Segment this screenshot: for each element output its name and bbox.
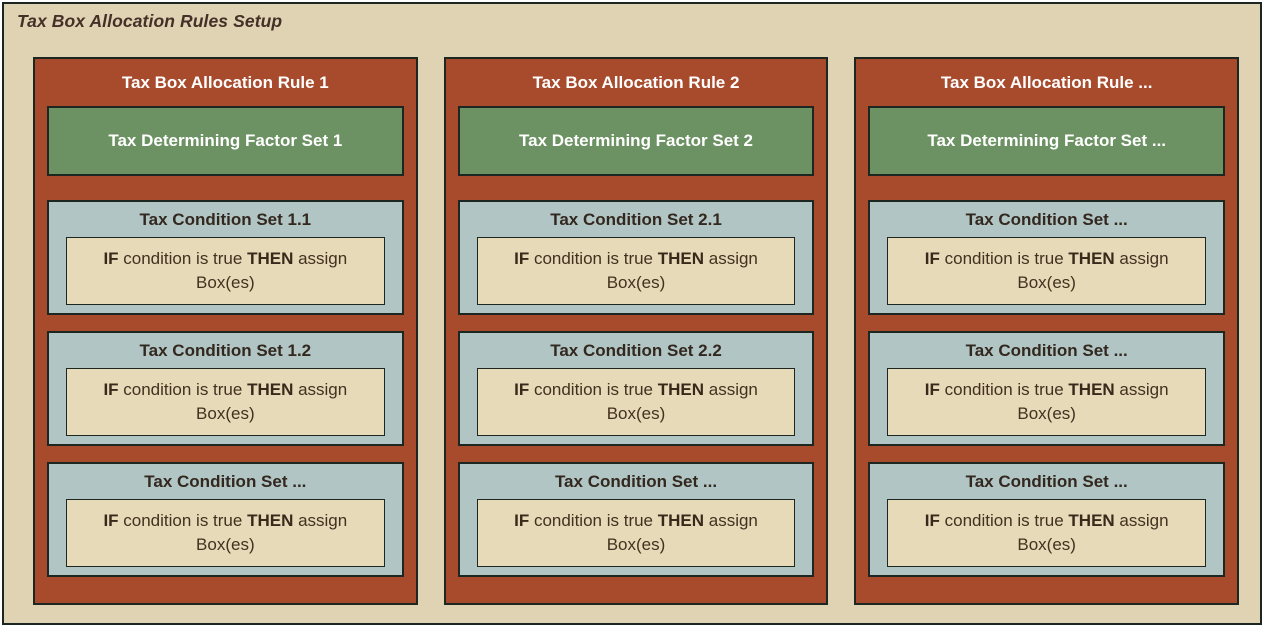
- condition-statement-box: IF condition is true THEN assign Box(es): [66, 368, 385, 436]
- allocation-rule-column-1: Tax Box Allocation Rule 1 Tax Determinin…: [33, 57, 418, 605]
- then-keyword: THEN: [657, 510, 705, 530]
- then-keyword: THEN: [1068, 248, 1115, 268]
- condition-statement-line1: IF condition is true THEN assign: [925, 247, 1169, 271]
- determining-factor-set-label: Tax Determining Factor Set 1: [108, 131, 343, 150]
- condition-middle-text: condition is true: [939, 248, 1069, 268]
- rule-title: Tax Box Allocation Rule 2: [532, 73, 740, 92]
- condition-statement-line1: IF condition is true THEN assign: [925, 378, 1169, 402]
- condition-trailing-text: assign: [1114, 248, 1169, 268]
- condition-statement-box: IF condition is true THEN assign Box(es): [887, 499, 1207, 567]
- condition-statement-box: IF condition is true THEN assign Box(es): [66, 499, 385, 567]
- rule-title: Tax Box Allocation Rule ...: [940, 73, 1153, 92]
- condition-statement-line1: IF condition is true THEN assign: [103, 378, 347, 402]
- condition-statement-line2: Box(es): [1017, 535, 1076, 554]
- condition-set: Tax Condition Set ... IF condition is tr…: [868, 462, 1226, 577]
- determining-factor-set-label: Tax Determining Factor Set ...: [927, 131, 1167, 150]
- condition-statement-line1: IF condition is true THEN assign: [514, 247, 758, 271]
- condition-statement-box: IF condition is true THEN assign Box(es): [476, 368, 796, 436]
- condition-set: Tax Condition Set ... IF condition is tr…: [868, 331, 1226, 446]
- condition-set: Tax Condition Set 1.1 IF condition is tr…: [47, 200, 404, 315]
- condition-middle-text: condition is true: [939, 379, 1069, 399]
- condition-statement-line2: Box(es): [196, 273, 255, 292]
- condition-trailing-text: assign: [704, 379, 758, 399]
- condition-statement-line1: IF condition is true THEN assign: [514, 378, 758, 402]
- determining-factor-set-box: Tax Determining Factor Set 2: [457, 106, 815, 176]
- condition-set: Tax Condition Set ... IF condition is tr…: [457, 462, 815, 577]
- if-keyword: IF: [924, 248, 940, 268]
- condition-middle-text: condition is true: [529, 510, 658, 530]
- condition-middle-text: condition is true: [529, 248, 658, 268]
- if-keyword: IF: [514, 248, 530, 268]
- condition-middle-text: condition is true: [118, 379, 248, 399]
- condition-set-title: Tax Condition Set ...: [965, 341, 1128, 360]
- condition-statement-line1: IF condition is true THEN assign: [514, 509, 758, 533]
- allocation-rule-column-more: Tax Box Allocation Rule ... Tax Determin…: [854, 57, 1240, 605]
- condition-trailing-text: assign: [1114, 510, 1169, 530]
- condition-statement-box: IF condition is true THEN assign Box(es): [887, 368, 1207, 436]
- determining-factor-set-box: Tax Determining Factor Set ...: [868, 106, 1226, 176]
- condition-set-title: Tax Condition Set 2.2: [550, 341, 722, 360]
- condition-middle-text: condition is true: [939, 510, 1069, 530]
- then-keyword: THEN: [247, 248, 294, 268]
- condition-trailing-text: assign: [293, 248, 348, 268]
- condition-set-title: Tax Condition Set ...: [965, 472, 1128, 491]
- condition-statement-box: IF condition is true THEN assign Box(es): [476, 237, 796, 305]
- if-keyword: IF: [514, 379, 530, 399]
- condition-set: Tax Condition Set ... IF condition is tr…: [47, 462, 404, 577]
- if-keyword: IF: [103, 379, 119, 399]
- condition-statement-box: IF condition is true THEN assign Box(es): [476, 499, 796, 567]
- condition-set: Tax Condition Set 1.2 IF condition is tr…: [47, 331, 404, 446]
- condition-middle-text: condition is true: [529, 379, 658, 399]
- condition-trailing-text: assign: [704, 248, 758, 268]
- condition-set-title: Tax Condition Set ...: [144, 472, 307, 491]
- condition-trailing-text: assign: [1114, 379, 1169, 399]
- then-keyword: THEN: [657, 248, 705, 268]
- condition-statement-box: IF condition is true THEN assign Box(es): [66, 237, 385, 305]
- condition-trailing-text: assign: [293, 510, 348, 530]
- then-keyword: THEN: [247, 510, 294, 530]
- condition-statement-line2: Box(es): [196, 535, 255, 554]
- condition-statement-line1: IF condition is true THEN assign: [103, 247, 347, 271]
- condition-set-title: Tax Condition Set ...: [554, 472, 718, 491]
- then-keyword: THEN: [1068, 510, 1115, 530]
- condition-statement-line2: Box(es): [606, 535, 666, 554]
- condition-statement-line1: IF condition is true THEN assign: [925, 509, 1169, 533]
- condition-trailing-text: assign: [704, 510, 758, 530]
- condition-set-title: Tax Condition Set 1.2: [139, 341, 312, 360]
- condition-statement-line2: Box(es): [1017, 404, 1076, 423]
- determining-factor-set-box: Tax Determining Factor Set 1: [47, 106, 404, 176]
- if-keyword: IF: [924, 510, 940, 530]
- then-keyword: THEN: [1068, 379, 1115, 399]
- condition-set-title: Tax Condition Set ...: [965, 210, 1128, 229]
- if-keyword: IF: [924, 379, 940, 399]
- then-keyword: THEN: [657, 379, 705, 399]
- condition-statement-box: IF condition is true THEN assign Box(es): [887, 237, 1207, 305]
- condition-set: Tax Condition Set ... IF condition is tr…: [868, 200, 1226, 315]
- condition-statement-line1: IF condition is true THEN assign: [103, 509, 347, 533]
- condition-statement-line2: Box(es): [1017, 273, 1076, 292]
- if-keyword: IF: [103, 248, 119, 268]
- rule-columns: Tax Box Allocation Rule 1 Tax Determinin…: [33, 57, 1240, 605]
- rule-title: Tax Box Allocation Rule 1: [121, 73, 329, 92]
- condition-set-title: Tax Condition Set 1.1: [139, 210, 312, 229]
- condition-set: Tax Condition Set 2.1 IF condition is tr…: [457, 200, 815, 315]
- if-keyword: IF: [514, 510, 530, 530]
- condition-trailing-text: assign: [293, 379, 348, 399]
- condition-middle-text: condition is true: [118, 248, 248, 268]
- allocation-rule-column-2: Tax Box Allocation Rule 2 Tax Determinin…: [443, 57, 829, 605]
- condition-statement-line2: Box(es): [606, 404, 666, 423]
- condition-statement-line2: Box(es): [606, 273, 666, 292]
- condition-statement-line2: Box(es): [196, 404, 255, 423]
- determining-factor-set-label: Tax Determining Factor Set 2: [519, 131, 753, 150]
- if-keyword: IF: [103, 510, 119, 530]
- condition-set-title: Tax Condition Set 2.1: [550, 210, 722, 229]
- diagram-title: Tax Box Allocation Rules Setup: [17, 11, 283, 31]
- condition-set: Tax Condition Set 2.2 IF condition is tr…: [457, 331, 815, 446]
- then-keyword: THEN: [247, 379, 294, 399]
- condition-middle-text: condition is true: [118, 510, 248, 530]
